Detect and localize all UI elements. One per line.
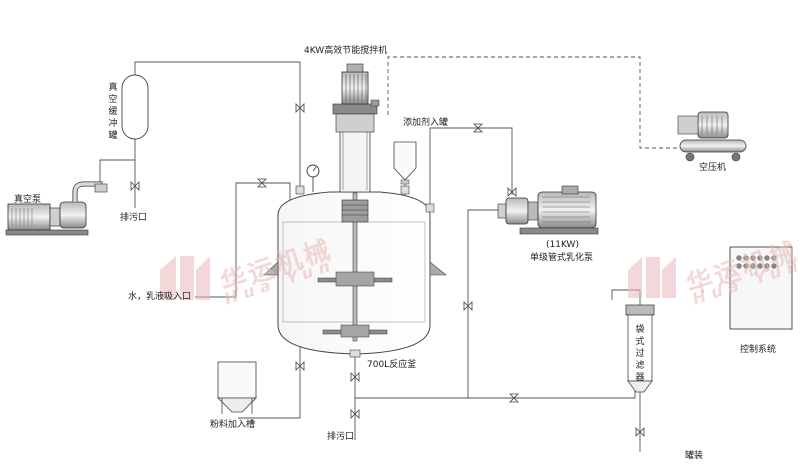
vacuum-pipe-top: [134, 61, 301, 190]
powder-tank-label: 粉料加入槽: [210, 420, 256, 430]
drain-left-label: 排污口: [120, 213, 148, 223]
valve-icon: [295, 103, 305, 113]
vacuum-buffer-tank-shape: [121, 74, 149, 140]
valve-icon: [473, 123, 483, 133]
valve-icon: [635, 427, 645, 437]
water-inlet-pipe: [195, 182, 291, 298]
valve-icon: [507, 187, 517, 197]
emulsifier-discharge-pipe: [429, 127, 513, 210]
pipes: [99, 61, 641, 452]
reactor-shape: [263, 185, 447, 358]
return-pipe: [355, 380, 636, 399]
valve-icon: [509, 393, 519, 403]
valves: [130, 103, 645, 437]
pressure-gauge-icon: [306, 164, 320, 192]
water-inlet-label: 水，乳液吸入口: [128, 292, 192, 302]
emulsifier-suction-pipe: [467, 209, 500, 398]
valve-icon: [130, 181, 140, 191]
vacuum-pump-label: 真空泵: [14, 195, 42, 205]
mixer-shape: [332, 63, 380, 193]
control-cabinet-shape: [729, 246, 793, 330]
filling-label: 罐装: [685, 451, 704, 461]
air-pipe-dashed: [387, 56, 680, 149]
additive-tank-label: 添加剂入罐: [403, 118, 449, 128]
emulsifier-pump-label: 单级管式乳化泵: [530, 253, 594, 263]
watermark-logo: [628, 257, 676, 298]
valve-icon: [463, 301, 473, 311]
emulsifier-power-label: (11KW): [546, 240, 579, 250]
air-compressor-label: 空压机: [699, 163, 727, 173]
powder-pipe: [238, 338, 301, 419]
vacuum-buffer-tank-label: 真空缓冲罐: [108, 83, 118, 141]
emulsifier-pump-shape: [497, 185, 599, 235]
powder-tank-shape: [217, 361, 257, 414]
control-system-label: 控制系统: [740, 345, 777, 355]
mixer-label: 4KW高效节能搅拌机: [304, 46, 388, 56]
watermark-logo: [160, 256, 210, 300]
valve-icon: [350, 372, 360, 382]
valve-icon: [350, 409, 360, 419]
valve-icon: [257, 178, 267, 188]
drain-bottom-label: 排污口: [327, 432, 355, 442]
additive-tank-shape: [393, 141, 417, 185]
vacuum-pipe-left: [99, 135, 136, 190]
valve-icon: [295, 361, 305, 371]
air-compressor-shape: [677, 111, 747, 162]
vacuum-pump-shape: [5, 181, 108, 236]
bag-filter-label: 袋式过滤器: [635, 325, 645, 383]
bag-filter-shape: [625, 304, 655, 393]
reactor-label: 700L反应釜: [367, 360, 417, 370]
